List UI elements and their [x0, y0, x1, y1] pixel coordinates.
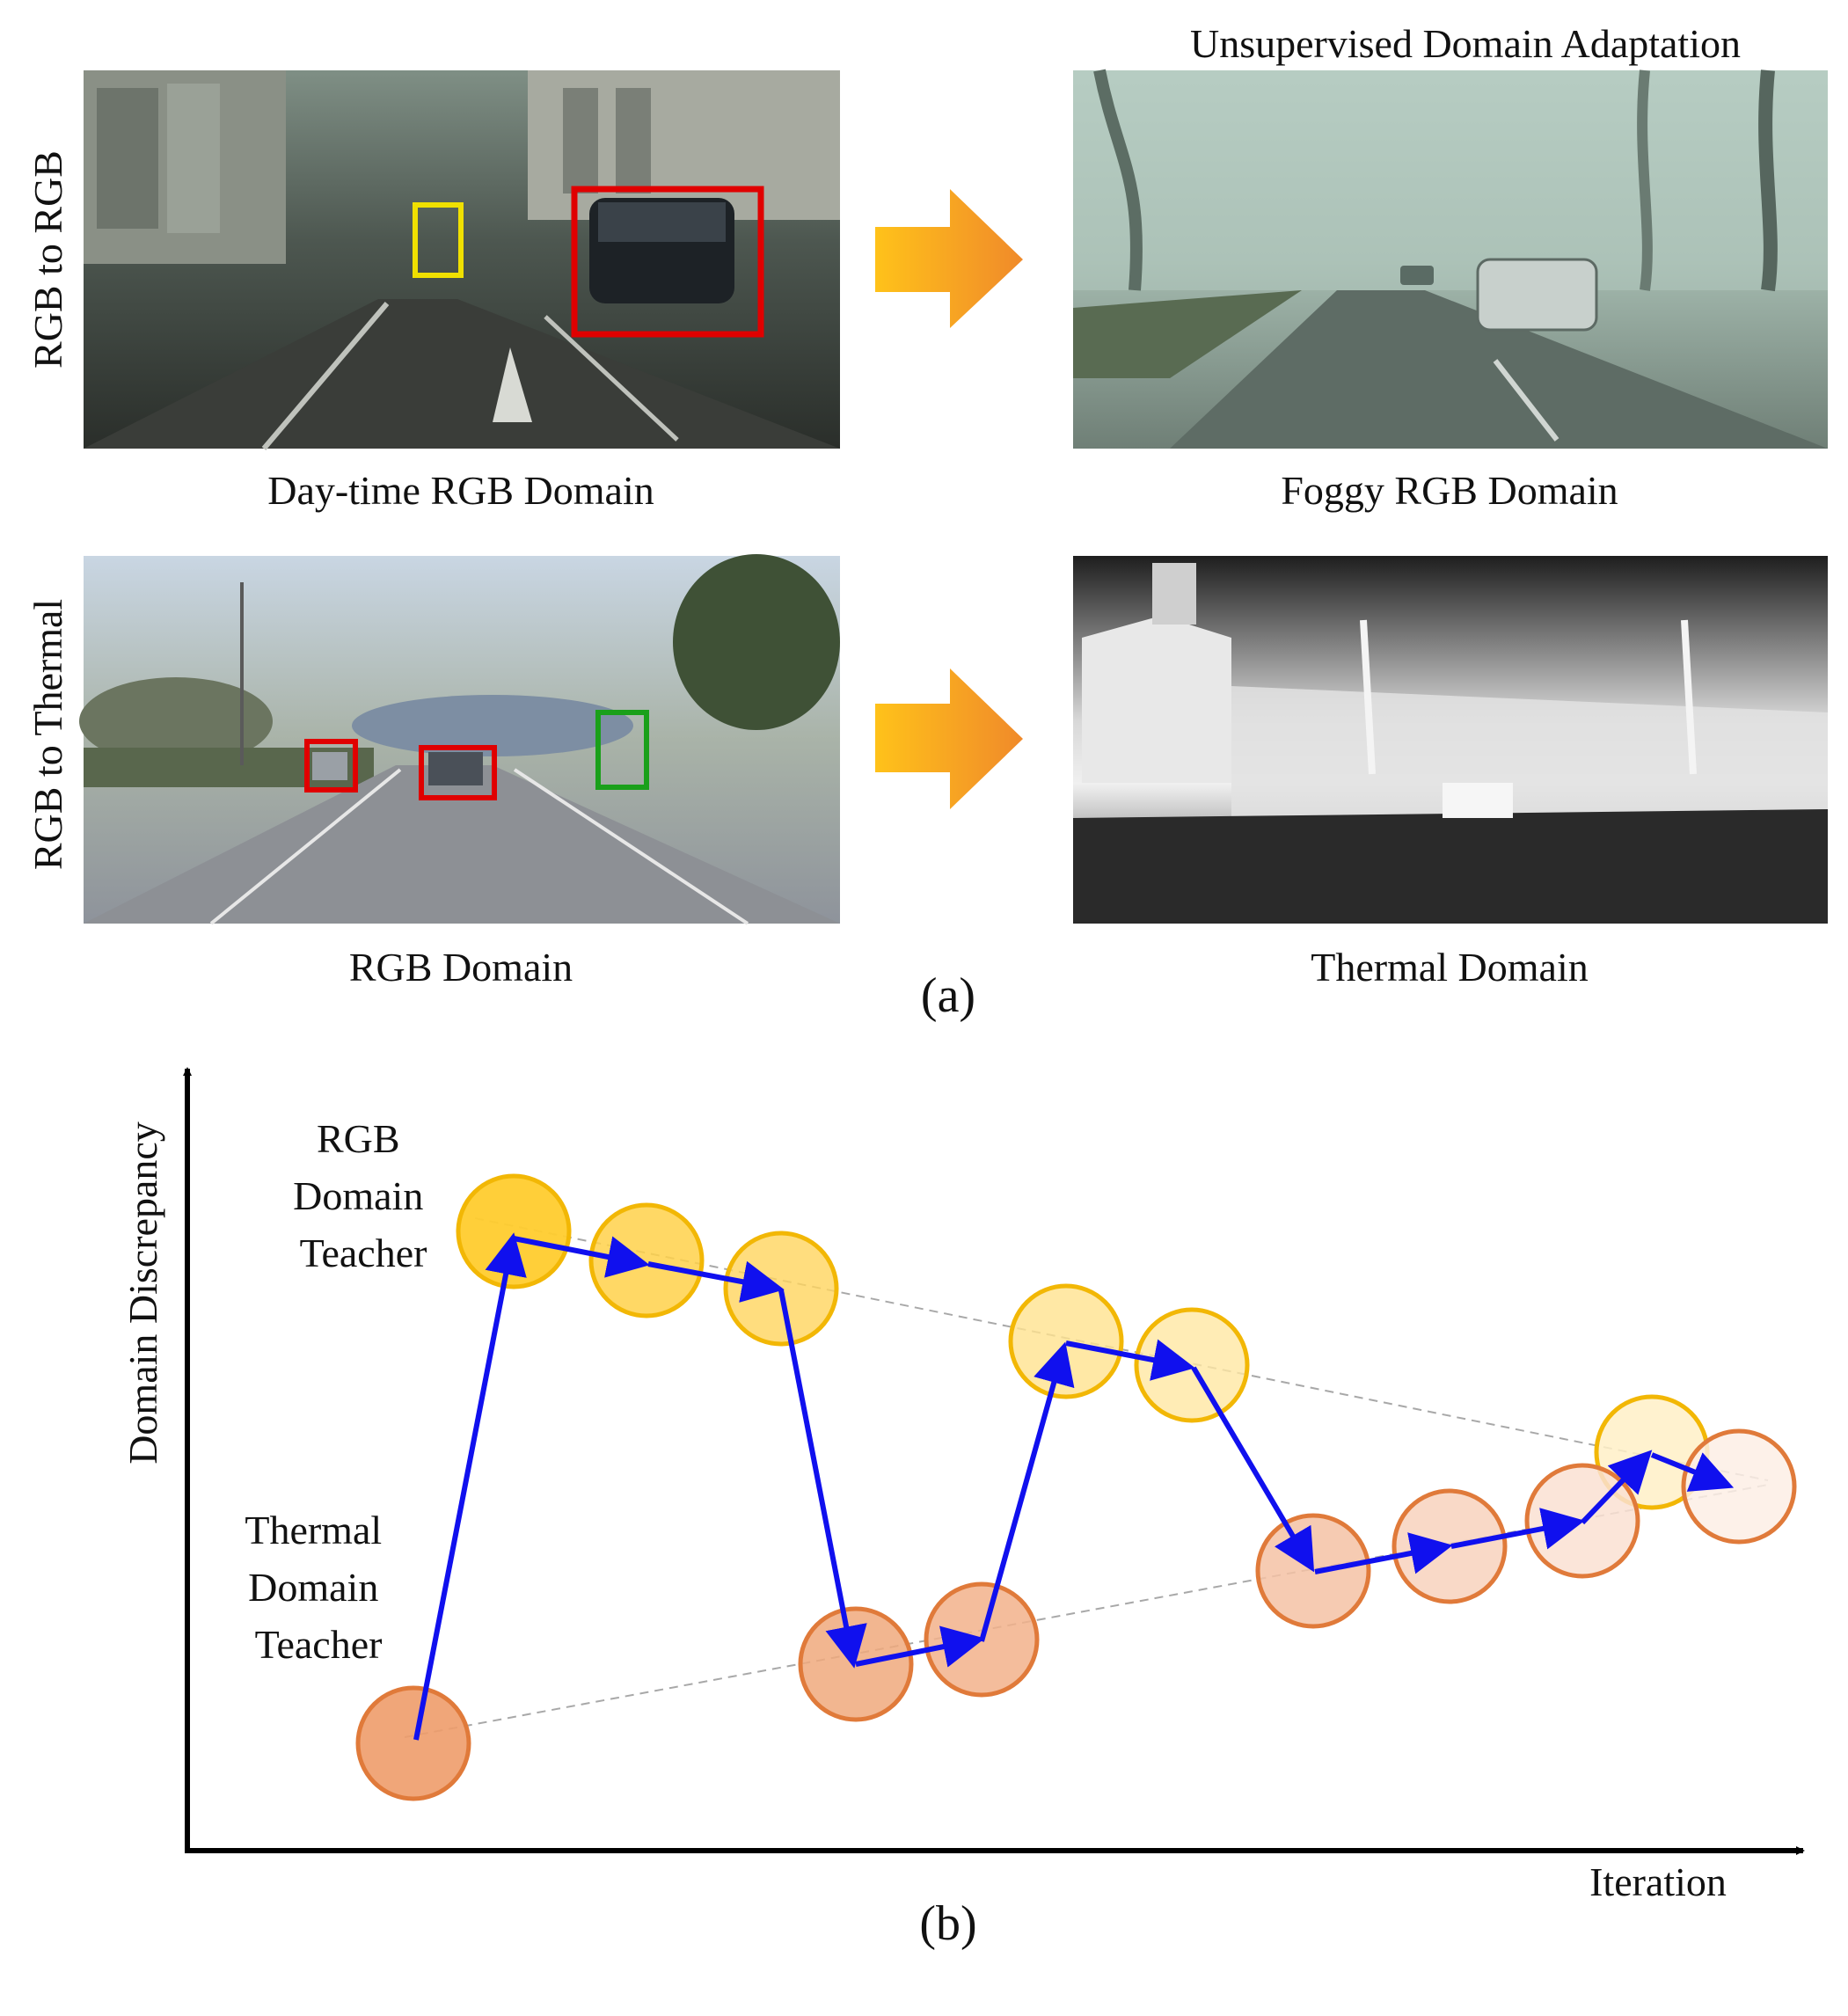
rgb-teacher-circle — [723, 1231, 839, 1347]
thermal-teacher-label: Thermal Domain Teacher — [245, 1508, 391, 1667]
row-label-rgb-to-rgb: RGB to RGB — [26, 150, 70, 369]
caption-foggy-rgb: Foggy RGB Domain — [1281, 468, 1618, 513]
green-bounding-box — [595, 710, 649, 790]
rgb-domain-image — [79, 554, 840, 925]
subfig-label-b: (b) — [919, 1896, 976, 1951]
thermal-teacher-circle — [1681, 1428, 1797, 1545]
thermal-teacher-circle — [1391, 1488, 1508, 1604]
thermal-teacher-circle — [355, 1685, 471, 1801]
caption-thermal: Thermal Domain — [1311, 945, 1589, 990]
row-label-rgb-to-thermal: RGB to Thermal — [26, 599, 70, 870]
thermal-domain-image — [1073, 556, 1828, 924]
y-axis-label: Domain Discrepancy — [121, 1121, 165, 1465]
thermal-teacher-circle — [1255, 1513, 1371, 1629]
adaptation-path — [413, 1232, 1735, 1741]
red-bounding-box — [304, 739, 358, 793]
domain-transfer-arrow — [875, 189, 1023, 328]
red-bounding-box — [571, 186, 764, 338]
rgb-teacher-circle — [1134, 1307, 1250, 1423]
red-bounding-box — [419, 745, 497, 800]
daytime-rgb-image — [84, 70, 840, 450]
subfig-label-a: (a) — [921, 968, 975, 1023]
foggy-rgb-image — [1073, 69, 1828, 449]
rgb-teacher-circle — [588, 1202, 705, 1318]
rgb-teacher-circle — [456, 1173, 572, 1289]
rgb-teacher-label: RGB Domain Teacher — [293, 1116, 434, 1275]
domain-transfer-arrow — [875, 668, 1023, 809]
yellow-bounding-box — [413, 202, 464, 278]
caption-daytime-rgb: Day-time RGB Domain — [267, 468, 654, 513]
rgb-teacher-circle — [1008, 1283, 1124, 1399]
panel-a-title: Unsupervised Domain Adaptation — [1190, 21, 1741, 66]
caption-rgb: RGB Domain — [349, 945, 573, 990]
x-axis-label: Iteration — [1589, 1859, 1727, 1904]
